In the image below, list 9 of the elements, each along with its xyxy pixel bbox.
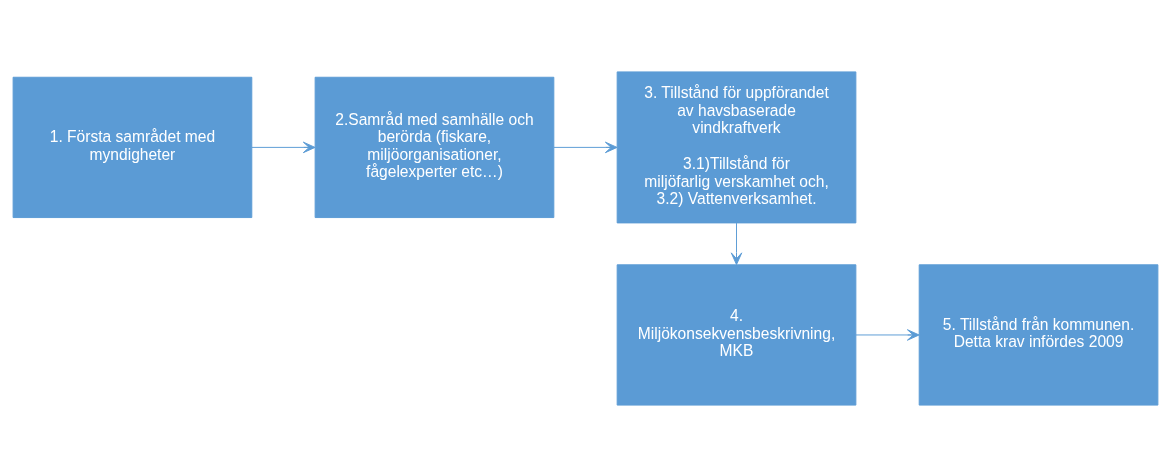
node-box: 5. Tillstånd från kommunen. Detta krav infördes 2009: [918, 263, 1159, 406]
node-box: 2.Samråd med samhälle och berörda (fiskare, miljöorganisationer, fågelexperter etc…): [314, 76, 555, 218]
arrow: [730, 222, 743, 265]
node-box: 1. Första samrådet med myndigheter: [12, 76, 253, 218]
arrow: [553, 141, 618, 153]
arrow: [855, 328, 920, 341]
node-box: 3. Tillstånd för uppförandet av havsbaserade vindkraftverk 3.1)Tillstånd för miljöfarlig verskamhet och, 3.2) Vattenverksamhet.: [616, 70, 857, 223]
node-box: 4. Miljökonsekvensbeskrivning, MKB: [616, 263, 857, 406]
arrow: [251, 141, 316, 153]
